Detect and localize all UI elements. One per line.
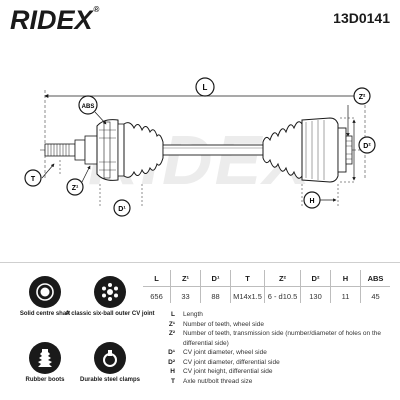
legend-row: H CV joint height, differential side <box>143 367 393 377</box>
spec-header-cell: H <box>330 270 361 287</box>
feature-label: Solid centre shaft <box>19 311 71 317</box>
legend-row: L Length <box>143 310 393 320</box>
cv-joint-icon <box>94 276 126 308</box>
label-Z1: Z¹ <box>72 185 79 192</box>
legend-symbol: Z² <box>168 330 175 337</box>
legend-row: Z¹ Number of teeth, wheel side <box>143 320 393 330</box>
legend-row: T Axle nut/bolt thread size <box>143 377 393 387</box>
legend-text: CV joint height, differential side <box>183 368 273 375</box>
solid-shaft-icon <box>29 276 61 308</box>
legend-text: CV joint diameter, differential side <box>183 358 280 366</box>
outer-cv-joint <box>96 119 125 181</box>
part-number: 13D0141 <box>333 10 390 26</box>
rubber-boot-icon <box>29 342 61 374</box>
label-L: L <box>203 83 208 92</box>
dimension-Z1: Z¹ <box>66 165 91 196</box>
centre-shaft <box>162 144 264 156</box>
feature-solid-centre-shaft: Solid centre shaft <box>0 276 90 318</box>
legend-text: CV joint diameter, wheel side <box>183 349 267 356</box>
spec-table: L Z¹ D¹ T Z² D² H ABS 656 33 88 M14x1.5 … <box>143 270 390 303</box>
inner-boot <box>262 121 303 179</box>
feature-label: A classic six-ball outer CV joint <box>65 311 155 317</box>
wheel-side-thread <box>44 135 98 165</box>
spec-header-row: L Z¹ D¹ T Z² D² H ABS <box>143 270 390 287</box>
legend: L Length Z¹ Number of teeth, wheel side Z²… <box>143 310 393 386</box>
dimension-ABS: ABS <box>78 95 107 125</box>
legend-row: D² CV joint diameter, differential side <box>143 358 393 368</box>
label-ABS: ABS <box>82 104 95 110</box>
legend-text: Number of teeth, transmission side (numb… <box>183 330 381 347</box>
dimension-T: T <box>24 160 61 187</box>
spec-value-cell: 6 - d10.5 <box>264 286 301 303</box>
feature-rubber-boots: Rubber boots <box>0 342 90 384</box>
spec-value-cell: 130 <box>300 286 331 303</box>
brand-name: RIDEX <box>10 5 93 35</box>
label-H: H <box>309 198 314 205</box>
feature-steel-clamps: Durable steel clamps <box>65 342 155 384</box>
label-T: T <box>31 176 36 183</box>
steel-clamp-icon <box>94 342 126 374</box>
legend-row: D¹ CV joint diameter, wheel side <box>143 348 393 358</box>
legend-symbol: H <box>170 368 175 375</box>
legend-text: Axle nut/bolt thread size <box>183 377 253 385</box>
drive-shaft-svg: L <box>24 77 376 217</box>
dimension-H: H <box>301 184 339 209</box>
spec-value-cell: 11 <box>330 286 361 303</box>
spec-header-cell: T <box>230 270 265 287</box>
section-divider <box>0 262 400 263</box>
legend-text: Length <box>183 311 203 318</box>
legend-symbol: D¹ <box>168 349 175 356</box>
legend-symbol: T <box>171 377 175 385</box>
dimension-D2: D² <box>340 117 376 183</box>
spec-header-cell: D² <box>300 270 331 287</box>
dimension-Z2: Z² <box>346 87 371 137</box>
inner-cv-joint <box>301 117 353 183</box>
brand-logo: RIDEX® <box>10 5 100 35</box>
spec-value-cell: 88 <box>200 286 231 303</box>
legend-symbol: Z¹ <box>168 320 175 328</box>
legend-symbol: L <box>171 311 175 318</box>
drive-shaft-drawing: L <box>0 38 400 260</box>
spec-value-cell: 45 <box>371 291 380 301</box>
legend-text: Number of teeth, wheel side <box>183 320 264 328</box>
spec-header-cell: Z² <box>264 270 301 287</box>
label-Z2: Z² <box>359 94 366 101</box>
spec-header-cell: ABS <box>360 270 390 287</box>
spec-value-cell: M14x1.5 <box>230 286 265 303</box>
feature-label: Rubber boots <box>25 377 65 383</box>
label-L-circle <box>195 77 215 97</box>
dimension-D1: D¹ <box>99 184 143 217</box>
spec-value-cell: 33 <box>170 286 201 303</box>
spec-header-cell: L <box>143 270 171 287</box>
spec-header-cell: Z¹ <box>170 270 201 287</box>
legend-symbol: D² <box>168 358 175 366</box>
label-D2: D² <box>363 143 371 150</box>
spec-value-row: 656 33 88 M14x1.5 6 - d10.5 130 11 45 <box>143 286 390 303</box>
legend-row: Z² Number of teeth, transmission side (nu… <box>143 329 393 348</box>
outer-boot <box>123 122 164 178</box>
feature-outer-cv-joint: A classic six-ball outer CV joint <box>65 276 155 318</box>
header: RIDEX® 13D0141 <box>0 0 400 38</box>
feature-label: Durable steel clamps <box>79 377 141 383</box>
label-D1: D¹ <box>118 206 126 213</box>
spec-header-cell: D¹ <box>200 270 231 287</box>
spec-value-cell: 656 <box>143 286 171 303</box>
dimension-L: L <box>44 77 366 178</box>
